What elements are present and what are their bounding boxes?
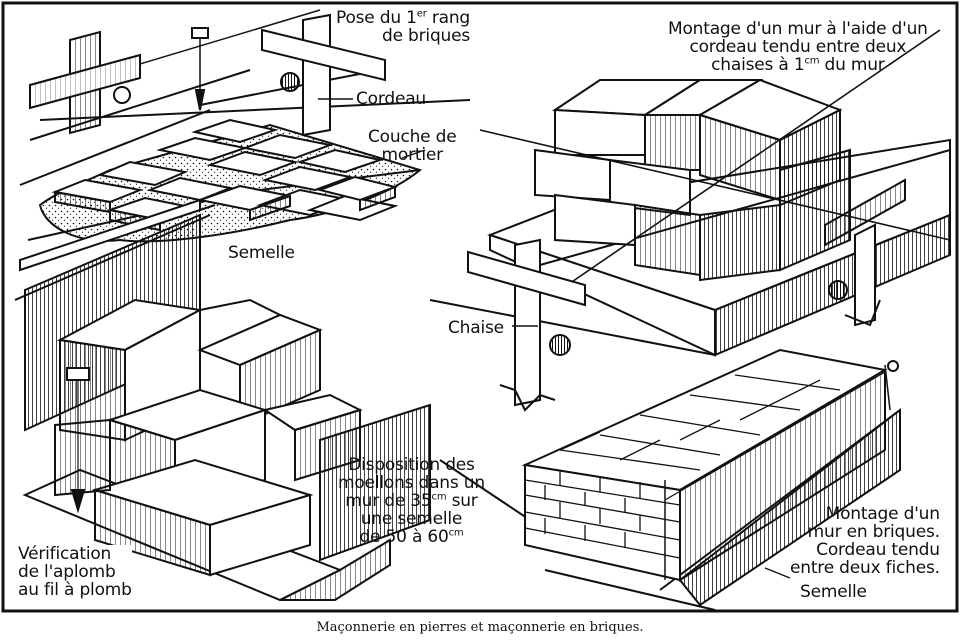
first-row-bricks-scene — [19, 9, 471, 243]
label-verification-aplomb: Vérification de l'aplomb au fil à plomb — [18, 544, 132, 600]
label-montage-mur-cordeau: Montage d'un mur à l'aide d'un cordeau t… — [668, 19, 928, 75]
label-semelle-top: Semelle — [228, 243, 295, 263]
stone-wall-scene — [14, 198, 431, 602]
label-couche-mortier: Couche de mortier — [368, 127, 457, 165]
label-montage-mur-briques: Montage d'un mur en briques. Cordeau ten… — [790, 504, 940, 578]
label-pose-premier-rang: Pose du 1er rang de briques — [336, 8, 471, 46]
figure-caption: Maçonnerie en pierres et maçonnerie en b… — [316, 620, 644, 635]
label-cordeau: Cordeau — [356, 89, 427, 109]
label-semelle-bottom: Semelle — [800, 582, 867, 602]
label-chaise: Chaise — [448, 318, 504, 338]
leader-lines — [318, 98, 791, 579]
wall-with-cord-scene — [429, 29, 951, 412]
label-disposition-moellons: Disposition des moellons dans un mur de … — [338, 455, 485, 547]
brick-wall-scene — [439, 348, 901, 611]
frame-border — [1, 1, 959, 613]
